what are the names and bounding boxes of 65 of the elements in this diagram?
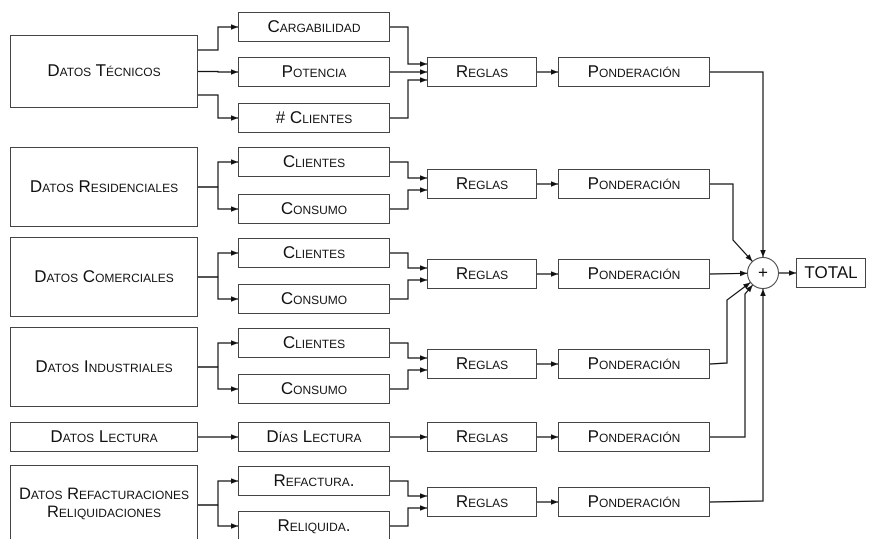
arrow	[710, 71, 766, 257]
process-box: Ponderación	[558, 487, 710, 517]
process-box: Cargabilidad	[238, 12, 390, 42]
arrow	[710, 183, 753, 262]
arrow	[390, 252, 427, 271]
arrow	[779, 270, 796, 276]
arrow	[390, 480, 427, 499]
process-box: Datos Lectura	[10, 422, 198, 452]
arrow	[390, 69, 427, 75]
arrow	[390, 434, 427, 440]
arrow	[390, 277, 427, 300]
process-box: Días Lectura	[238, 422, 390, 452]
process-box: Reglas	[427, 422, 537, 452]
process-box: # Clientes	[238, 103, 390, 133]
arrow	[710, 282, 751, 365]
arrow	[390, 505, 427, 527]
arrow	[198, 69, 238, 75]
process-box: Datos Técnicos	[10, 35, 198, 108]
arrow	[390, 161, 427, 181]
process-box: Reglas	[427, 57, 537, 87]
process-box: Reglas	[427, 487, 537, 517]
arrow	[390, 187, 427, 210]
arrow	[198, 186, 238, 212]
process-box: Clientes	[238, 147, 390, 177]
process-box: Ponderación	[558, 422, 710, 452]
arrow	[198, 276, 238, 302]
arrow	[537, 69, 558, 75]
arrow	[198, 504, 238, 529]
process-box: Reglas	[427, 169, 537, 199]
process-box: Potencia	[238, 57, 390, 87]
arrow	[537, 499, 558, 505]
process-box: Consumo	[238, 194, 390, 224]
arrow	[198, 94, 238, 121]
arrow	[710, 270, 748, 276]
process-box: Consumo	[238, 374, 390, 404]
process-box: Ponderación	[558, 169, 710, 199]
process-box: TOTAL	[796, 258, 866, 288]
arrow	[390, 26, 427, 67]
arrow	[710, 289, 766, 503]
arrow	[390, 367, 427, 390]
process-box: Clientes	[238, 238, 390, 268]
process-box: Datos Comerciales	[10, 237, 198, 317]
sum-junction-circle: +	[747, 257, 779, 289]
process-box: Ponderación	[558, 57, 710, 87]
arrow	[198, 366, 238, 392]
arrow	[537, 361, 558, 367]
process-box: Reglas	[427, 259, 537, 289]
process-box: Reliquida.	[238, 511, 390, 539]
arrow	[198, 434, 238, 440]
process-box: Datos Residenciales	[10, 147, 198, 227]
arrow	[390, 77, 427, 119]
arrow	[710, 284, 754, 438]
arrow	[537, 434, 558, 440]
arrow	[390, 342, 427, 361]
process-box: Consumo	[238, 284, 390, 314]
process-box: Clientes	[238, 328, 390, 358]
process-box: Reglas	[427, 349, 537, 379]
process-box: Datos Industriales	[10, 327, 198, 407]
process-box: Ponderación	[558, 349, 710, 379]
arrow	[198, 24, 238, 51]
process-box: Datos Refacturaciones Reliquidaciones	[10, 465, 198, 539]
arrow	[537, 181, 558, 187]
arrow	[537, 271, 558, 277]
process-box: Ponderación	[558, 259, 710, 289]
process-box: Refactura.	[238, 466, 390, 496]
